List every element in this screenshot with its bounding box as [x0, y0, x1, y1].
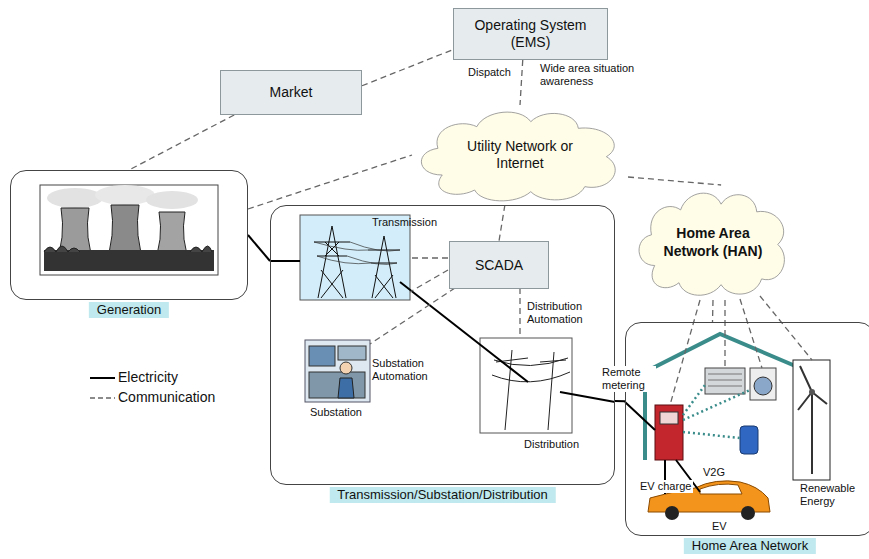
- illustration-part: [480, 338, 572, 433]
- node-label: Operating System (EMS): [470, 17, 592, 51]
- illustration-part: [95, 185, 155, 205]
- legend-text: Electricity: [118, 369, 178, 385]
- illustration-part: [314, 242, 400, 264]
- illustration-part: [793, 360, 830, 480]
- illustration-part: [708, 374, 742, 386]
- communication-line: [499, 205, 505, 241]
- node-label: Market: [270, 84, 313, 101]
- system-box: Operating System (EMS): [453, 8, 608, 60]
- illustration-part: [314, 226, 350, 298]
- part-label: Distribution: [524, 438, 579, 451]
- part-label: Wide area situation awareness: [540, 62, 652, 88]
- group-panel: Generation: [10, 170, 248, 300]
- node-label: Utility Network or Internet: [464, 138, 576, 173]
- illustration-part: [44, 250, 214, 271]
- part-label: Renewable Energy: [800, 482, 864, 508]
- illustration-part: [309, 372, 365, 398]
- communication-line: [628, 177, 721, 185]
- part-label: Transmission: [372, 216, 437, 229]
- illustration-part: [741, 506, 755, 520]
- illustration-part: [700, 484, 742, 494]
- illustration-part: [655, 405, 683, 460]
- illustration-part: [305, 340, 370, 402]
- communication-line: [362, 50, 453, 86]
- illustration-part: [90, 397, 115, 398]
- illustration-part: [44, 246, 212, 252]
- communication-line: [712, 300, 714, 322]
- wires: [270, 258, 812, 494]
- cloud-shape: [421, 112, 615, 201]
- illustration-part: [309, 346, 335, 366]
- market-box: Market: [220, 70, 362, 115]
- illustration-part: [754, 377, 772, 395]
- node-label: Home Area Network (HAN): [657, 225, 769, 260]
- electricity-line: [248, 235, 270, 261]
- illustration-part: [683, 385, 750, 438]
- part-label: Substation Automation: [372, 357, 446, 383]
- legend-samples: [90, 378, 115, 398]
- electricity-line: [615, 400, 625, 402]
- illustration-part: [750, 368, 776, 400]
- cloud-shape: [639, 193, 784, 295]
- illustration-part: [705, 368, 745, 394]
- house-picture: [645, 334, 830, 480]
- illustration-part: [740, 426, 758, 454]
- part-label: EV charge: [638, 480, 693, 493]
- communication-line: [520, 60, 523, 105]
- illustration-part: [47, 188, 103, 208]
- illustration-part: [40, 185, 218, 275]
- node-label: SCADA: [475, 257, 523, 274]
- illustration-part: [665, 506, 679, 520]
- generation-picture: [40, 185, 218, 275]
- illustration-part: [338, 378, 354, 398]
- group-label: Home Area Network: [684, 538, 816, 554]
- illustration-part: [645, 334, 800, 460]
- part-label: Dispatch: [468, 66, 511, 79]
- illustration-part: [146, 191, 198, 209]
- part-label: Remote metering: [600, 366, 656, 392]
- network-cloud: Utility Network or Internet: [412, 105, 628, 205]
- part-label: Distribution Automation: [527, 300, 609, 326]
- illustration-part: [660, 412, 678, 424]
- group-label: Generation: [89, 302, 169, 318]
- han-cloud: Home Area Network (HAN): [632, 185, 794, 300]
- part-label: V2G: [703, 466, 725, 479]
- illustration-part: [270, 261, 700, 494]
- part-label: EV: [712, 520, 727, 533]
- illustration-part: [809, 389, 815, 395]
- illustration-part: [90, 377, 115, 379]
- distribution-picture: [480, 338, 572, 433]
- part-label: Substation: [310, 406, 362, 419]
- communication-line: [129, 115, 234, 170]
- legend-text: Communication: [118, 389, 215, 405]
- substation-picture: [305, 340, 370, 402]
- communication-line: [248, 155, 412, 209]
- illustration-part: [338, 346, 366, 360]
- illustration-part: [798, 366, 827, 474]
- scada-box: SCADA: [449, 241, 549, 289]
- illustration-part: [340, 362, 352, 374]
- group-label: Transmission/Substation/Distribution: [329, 487, 556, 503]
- illustration-part: [368, 236, 400, 298]
